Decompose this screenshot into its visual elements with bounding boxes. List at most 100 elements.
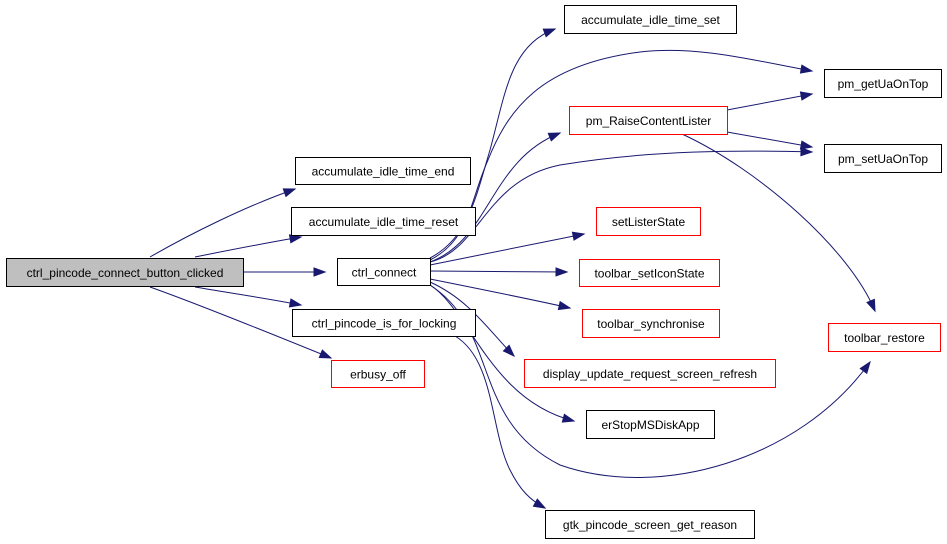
node-box[interactable] [524,359,776,388]
node-box[interactable] [579,259,720,287]
node-box[interactable] [545,510,755,539]
edge-raise_lister-to-tb_restore [681,133,876,313]
edge-arrowhead [866,298,876,313]
node-box[interactable] [331,360,425,388]
node-set-lister-state[interactable]: setListerState [596,207,701,236]
edge-ctrl_connect-to-er_stop [429,284,576,423]
node-tb-restore[interactable]: toolbar_restore [828,323,941,352]
edge-ctrl_connect-to-display_refresh [429,281,516,358]
node-label: ctrl_pincode_is_for_locking [312,317,457,331]
edge-line [429,284,871,478]
node-box[interactable] [564,5,737,34]
edge-line [429,132,561,263]
node-box[interactable] [582,309,720,338]
node-erbusy-off[interactable]: erbusy_off [331,360,425,388]
edge-arrowhead [555,267,569,277]
edge-arrowhead [282,188,297,198]
node-tb-set-icon[interactable]: toolbar_setIconState [579,259,720,287]
edge-line [194,286,302,306]
edge-arrowhead [502,344,516,358]
node-box[interactable] [596,207,701,236]
edge-arrowhead [800,146,814,157]
node-box[interactable] [586,410,715,439]
node-label: display_update_request_screen_refresh [543,367,757,381]
node-display-refresh[interactable]: display_update_request_screen_refresh [524,359,776,388]
edge-arrowhead [557,300,572,311]
edge-ctrl_connect-to-raise_lister [429,132,562,263]
edge-line [149,188,296,258]
edge-root-to-ctrl_connect [243,267,327,277]
node-label: erbusy_off [350,368,406,382]
node-accum-end[interactable]: accumulate_idle_time_end [295,157,471,185]
node-label: gtk_pincode_screen_get_reason [563,518,737,532]
node-label: toolbar_synchronise [597,317,705,331]
edge-arrowhead [571,231,586,241]
edge-arrowhead [313,267,327,277]
node-label: accumulate_idle_time_set [581,13,720,27]
node-label: toolbar_setIconState [594,267,704,281]
edge-line [194,236,302,258]
node-label: pm_RaiseContentLister [586,114,711,128]
node-set-ua[interactable]: pm_setUaOnTop [824,144,942,173]
edge-line [726,93,813,111]
node-box[interactable] [292,309,476,337]
edge-line [429,150,813,263]
node-get-ua[interactable]: pm_getUaOnTop [824,69,942,98]
node-box[interactable] [337,258,431,286]
edge-arrowhead [561,413,576,423]
edges-layer [149,28,876,509]
edge-arrowhead [288,234,303,244]
edge-arrowhead [532,498,547,509]
edge-arrowhead [799,91,814,101]
edge-arrowhead [542,28,557,38]
edge-line [726,131,813,148]
node-label: erStopMSDiskApp [601,418,699,432]
node-box[interactable] [569,106,728,135]
node-box[interactable] [828,323,941,352]
edge-arrowhead [799,64,814,74]
node-box[interactable] [291,207,476,236]
node-box[interactable] [824,69,942,98]
edge-line [454,335,546,509]
node-label: accumulate_idle_time_end [312,165,455,179]
edge-root-to-accum_reset [194,234,303,258]
edge-line [429,278,571,309]
edge-raise_lister-to-get_ua [726,91,814,111]
node-tb-sync[interactable]: toolbar_synchronise [582,309,720,338]
edge-arrowhead [288,298,303,308]
node-gtk-reason[interactable]: gtk_pincode_screen_get_reason [545,510,755,539]
edge-arrowhead [799,140,814,150]
node-box[interactable] [295,157,471,185]
edge-line [429,270,568,273]
nodes-layer: ctrl_pincode_connect_button_clicked accum… [6,5,942,539]
edge-line [429,284,575,422]
node-er-stop[interactable]: erStopMSDiskApp [586,410,715,439]
node-label: accumulate_idle_time_reset [309,215,459,229]
edge-arrowhead [859,360,871,375]
node-label: pm_setUaOnTop [838,152,928,166]
edge-root-to-erbusy_off [149,286,333,359]
node-label: ctrl_pincode_connect_button_clicked [27,266,224,280]
node-ctrl-connect[interactable]: ctrl_connect [337,258,431,286]
node-label: toolbar_restore [844,331,925,345]
edge-line [681,133,876,312]
node-label: setListerState [612,215,686,229]
node-accum-reset[interactable]: accumulate_idle_time_reset [291,207,476,236]
node-box[interactable] [6,258,244,287]
edge-ctrl_connect-to-tb_sync [429,278,572,311]
edge-root-to-is_for_locking [194,286,303,308]
node-label: pm_getUaOnTop [838,77,929,91]
edge-line [149,286,332,359]
node-raise-lister[interactable]: pm_RaiseContentLister [569,106,728,135]
edge-ctrl_connect-to-set_lister_state [429,231,586,266]
node-accum-set[interactable]: accumulate_idle_time_set [564,5,737,34]
node-box[interactable] [824,144,942,173]
node-root[interactable]: ctrl_pincode_connect_button_clicked [6,258,244,287]
node-label: ctrl_connect [352,266,417,280]
edge-arrowhead [318,349,333,359]
edge-ctrl_connect-to-set_ua [429,146,814,263]
node-is-for-locking[interactable]: ctrl_pincode_is_for_locking [292,309,476,337]
edge-root-to-accum_end [149,188,297,258]
edge-raise_lister-to-set_ua [726,131,814,150]
